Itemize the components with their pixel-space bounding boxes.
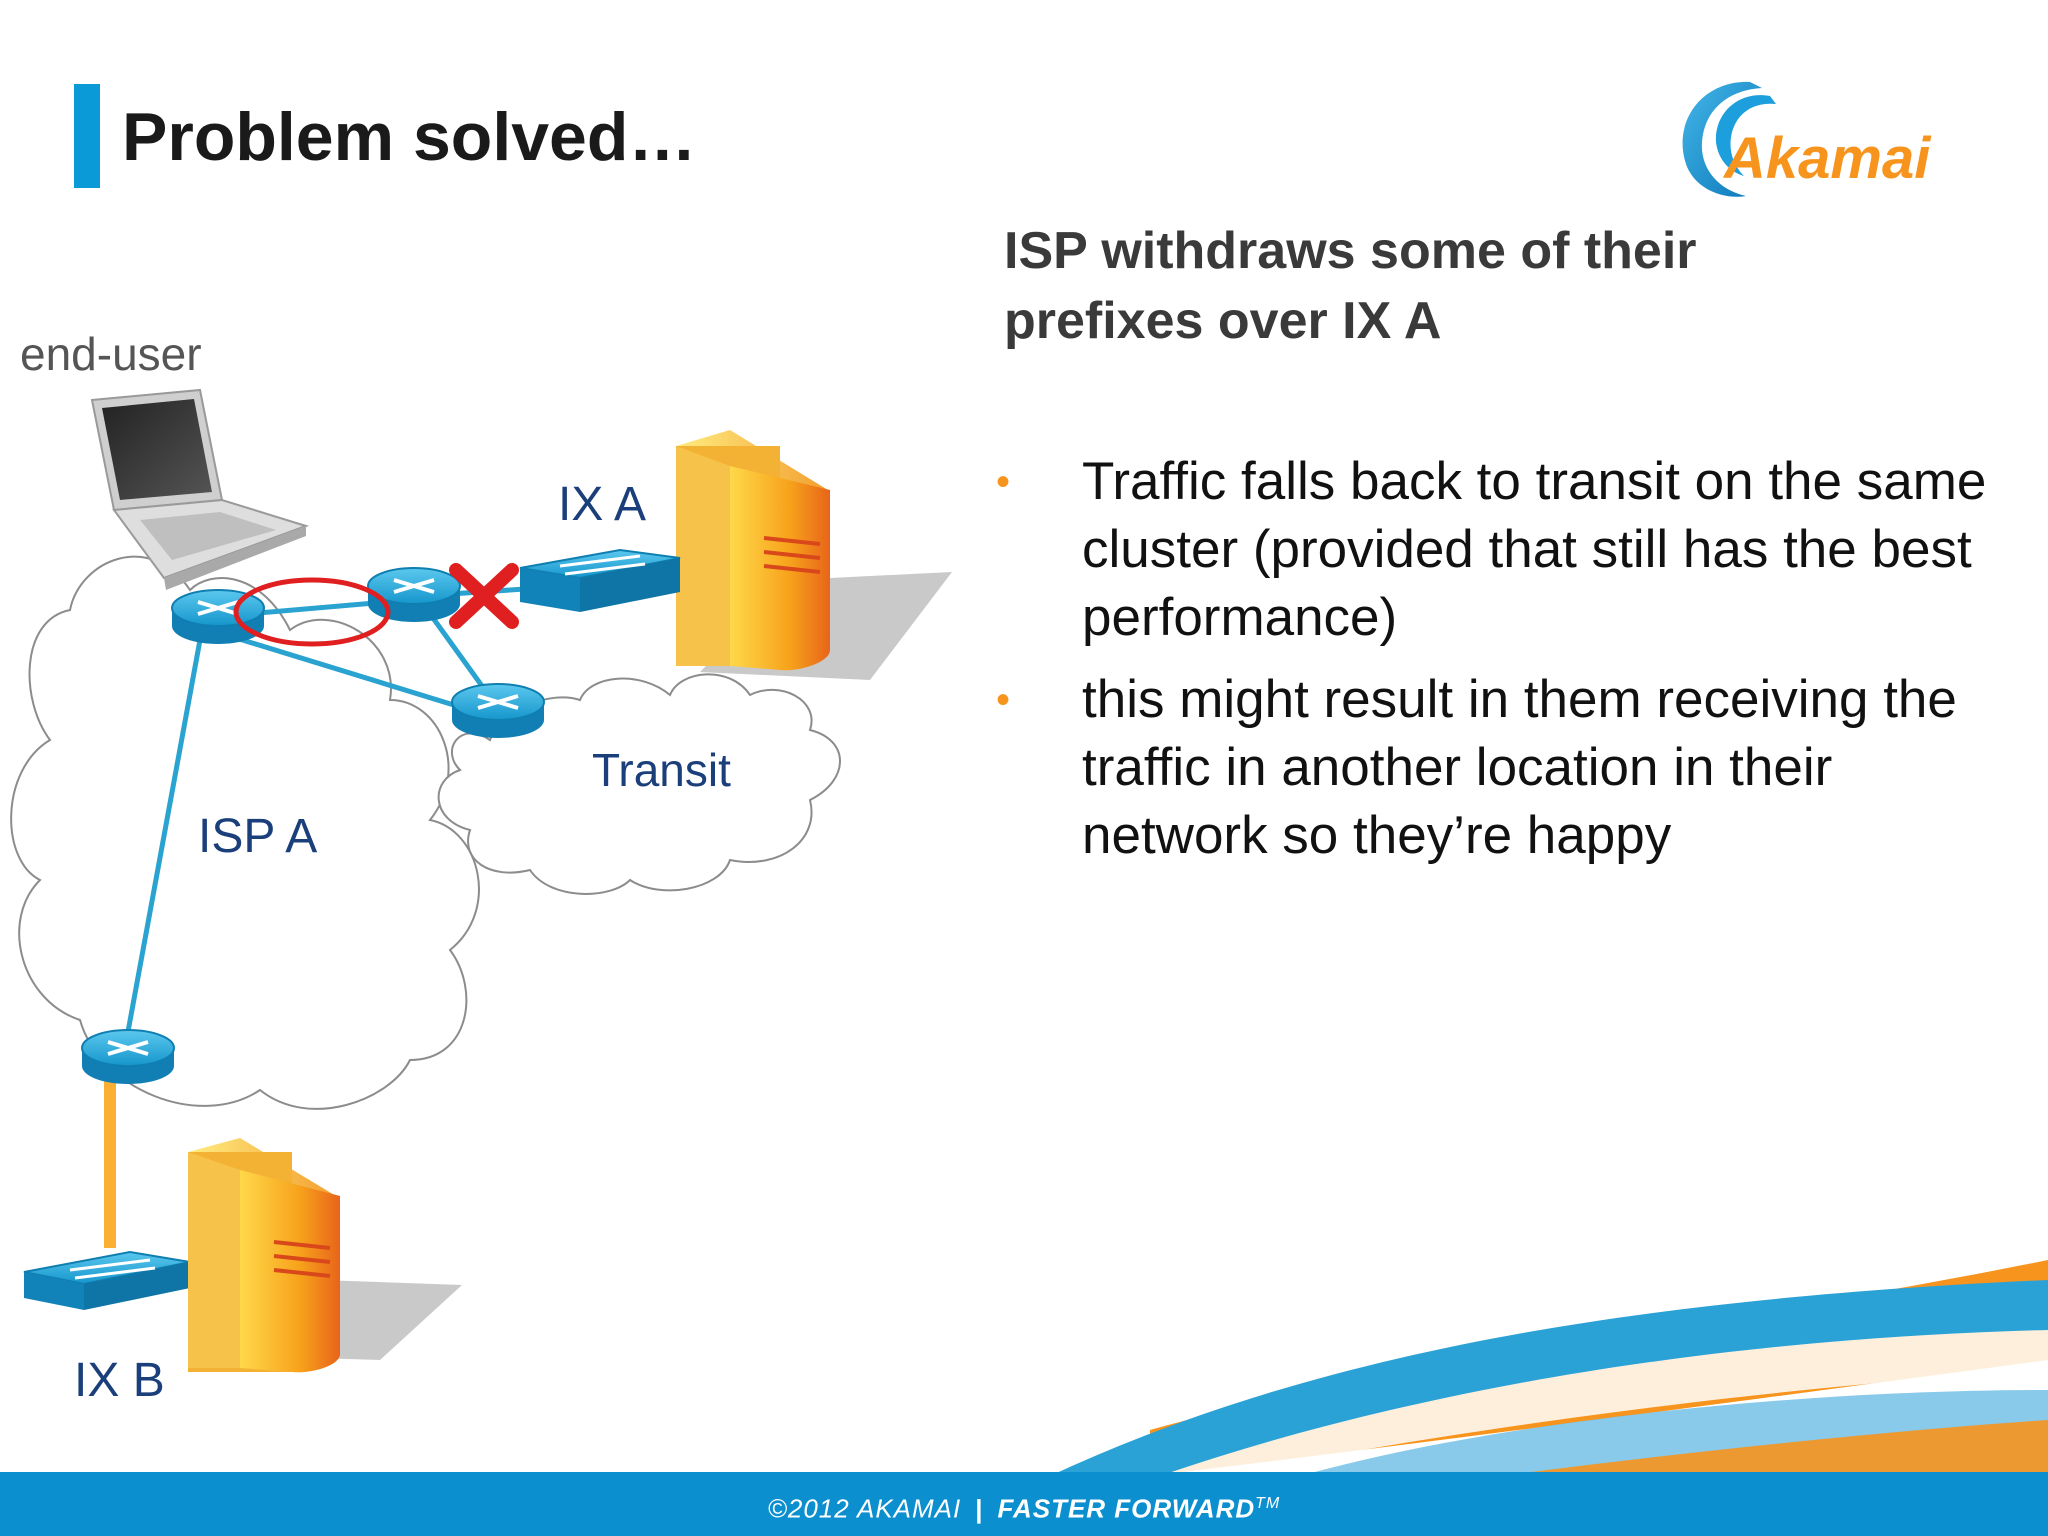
router-icon bbox=[171, 589, 265, 644]
transit-label: Transit bbox=[592, 744, 731, 796]
footer-trademark: TM bbox=[1255, 1495, 1281, 1512]
footer-separator: | bbox=[975, 1493, 984, 1524]
footer-tagline: FASTER FORWARD bbox=[997, 1493, 1256, 1524]
highlight-circle bbox=[233, 577, 391, 647]
isp-cloud-icon bbox=[10, 555, 480, 1110]
transit-cloud-icon bbox=[437, 673, 841, 895]
footer-copyright: ©2012 AKAMAI bbox=[767, 1493, 962, 1524]
laptop-icon bbox=[90, 388, 310, 590]
slide-heading: ISP withdraws some of their prefixes ove… bbox=[1004, 222, 1697, 350]
bullet-marker: • bbox=[996, 678, 1011, 722]
ix-b-label: IX B bbox=[74, 1354, 165, 1407]
x-mark-icon bbox=[449, 563, 519, 629]
switch-icon bbox=[519, 548, 681, 612]
logo-text: Akamai bbox=[1722, 126, 1932, 191]
link-isp-backbone bbox=[122, 639, 203, 1049]
network-diagram: end-user IX A Transit ISP A IX B bbox=[10, 328, 952, 1407]
footer-text: ©2012 AKAMAI | FASTER FORWARDTM bbox=[0, 1472, 2048, 1536]
bullet-marker: • bbox=[996, 460, 1011, 504]
server-icon bbox=[188, 1138, 462, 1373]
decorative-waves bbox=[1050, 1260, 2048, 1476]
router-icon bbox=[451, 683, 545, 738]
slide-title: Problem solved… bbox=[122, 99, 697, 175]
akamai-logo: Akamai bbox=[1682, 81, 1932, 197]
title-accent-bar bbox=[74, 84, 100, 188]
isp-a-label: ISP A bbox=[198, 810, 317, 863]
bullet-list: • Traffic falls back to transit on the s… bbox=[996, 448, 2004, 884]
router-icon bbox=[367, 567, 461, 622]
router-icon bbox=[81, 1029, 175, 1084]
bullet-item: • Traffic falls back to transit on the s… bbox=[996, 448, 2004, 652]
server-icon bbox=[676, 430, 952, 680]
switch-icon bbox=[23, 1250, 191, 1310]
bullet-text: Traffic falls back to transit on the sam… bbox=[1082, 452, 1987, 647]
footer-bar: ©2012 AKAMAI | FASTER FORWARDTM bbox=[0, 1472, 2048, 1536]
ix-a-label: IX A bbox=[558, 478, 646, 531]
bullet-text: this might result in them receiving the … bbox=[1082, 670, 1957, 865]
end-user-label: end-user bbox=[20, 328, 202, 380]
bullet-item: • this might result in them receiving th… bbox=[996, 666, 2004, 870]
link-isp-transit bbox=[209, 627, 471, 713]
